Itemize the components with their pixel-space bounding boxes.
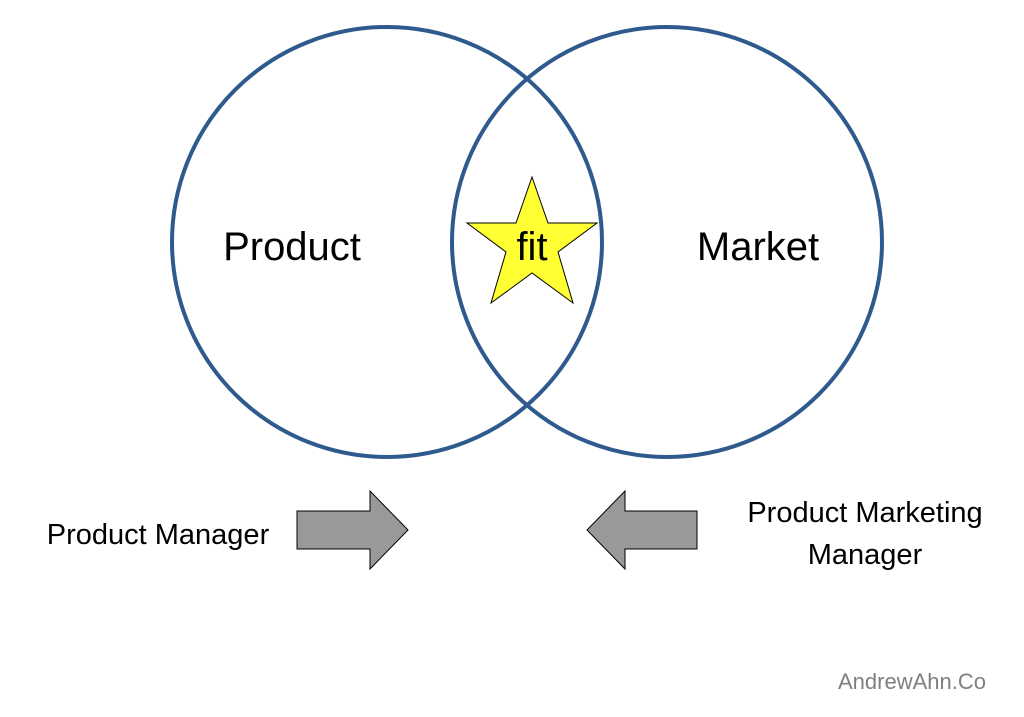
market-label: Market (697, 225, 819, 269)
right-arrow-icon (296, 489, 409, 571)
product-manager-label: Product Manager (47, 519, 270, 551)
left-arrow-icon (586, 489, 698, 571)
product-marketing-manager-label-line2: Manager (808, 539, 923, 571)
fit-label: fit (516, 225, 547, 269)
product-marketing-manager-label-line1: Product Marketing (747, 497, 982, 529)
fit-star-icon (465, 175, 599, 305)
market-circle (450, 25, 884, 459)
watermark-text: AndrewAhn.Co (838, 669, 986, 694)
product-circle (170, 25, 604, 459)
product-label: Product (223, 225, 361, 269)
